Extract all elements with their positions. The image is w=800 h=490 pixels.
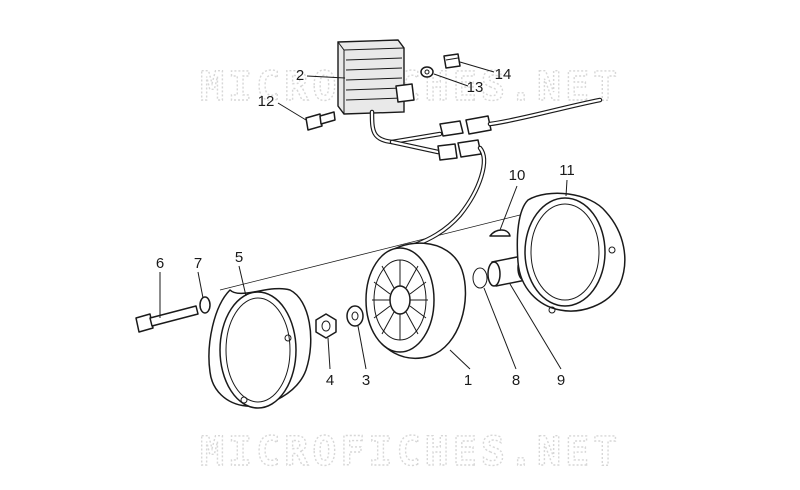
long-bolt [135,305,199,333]
watermark-bottom: MICROFICHES.NET [200,429,621,475]
callout-3: 3 [362,372,370,389]
clip-nut [443,53,461,69]
alternator [365,242,467,359]
rotor-washer [346,305,364,327]
leader-lines [159,61,568,370]
callout-1: 1 [464,372,472,389]
voltage-regulator [337,39,415,115]
callout-14: 14 [495,66,512,83]
woodruff-key [489,229,511,237]
wiring-harness [369,97,603,248]
regulator-washer [420,66,434,78]
rear-cover [516,192,626,314]
callout-10: 10 [509,167,526,184]
callout-2: 2 [296,67,304,84]
callout-12: 12 [258,93,275,110]
callout-8: 8 [512,372,520,389]
front-cover [208,287,312,409]
callout-11: 11 [559,162,575,179]
callout-7: 7 [194,255,202,272]
circlip [472,267,488,289]
callout-13: 13 [467,79,484,96]
callout-9: 9 [557,372,565,389]
assembly-axis-line [219,204,561,291]
callout-6: 6 [156,255,164,272]
callout-5: 5 [235,249,243,266]
callout-4: 4 [326,372,334,389]
regulator-screw [305,111,336,131]
bolt-washer [199,296,211,314]
rotor-nut [315,313,337,339]
